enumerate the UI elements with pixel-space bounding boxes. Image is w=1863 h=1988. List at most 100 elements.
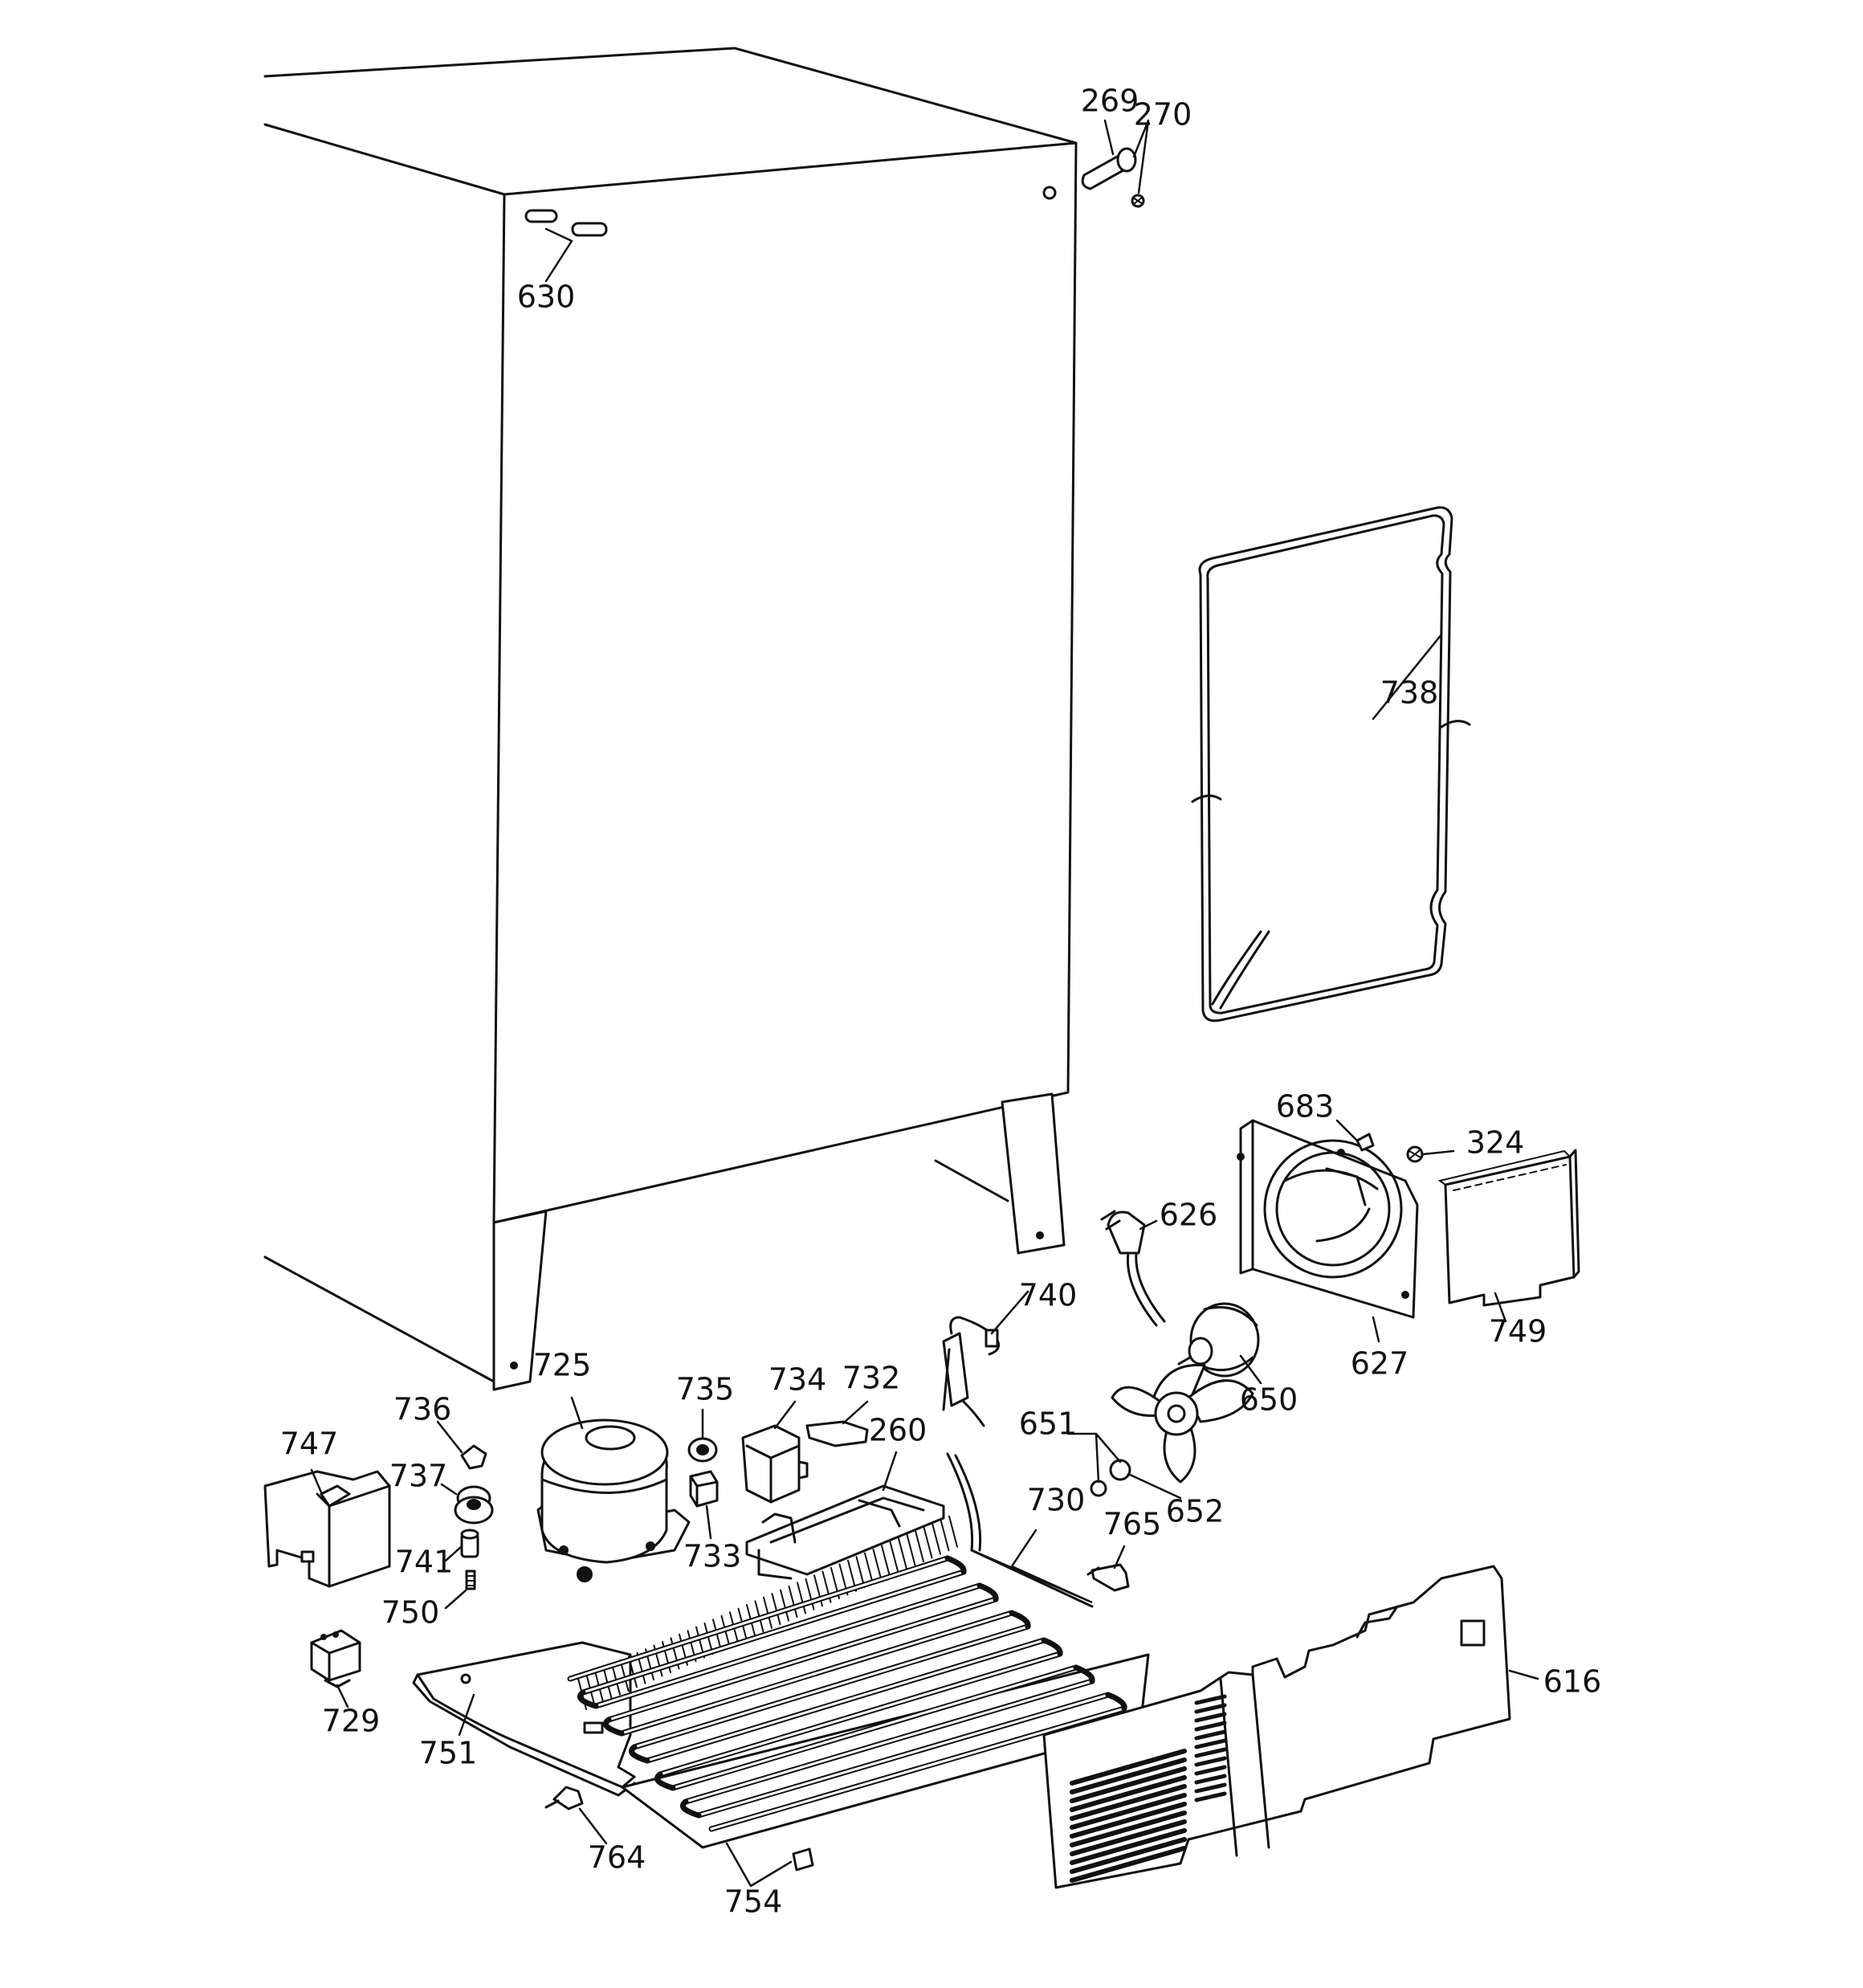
callout-label-652: 652 [1166, 1494, 1225, 1529]
grille-slot-short [1194, 1791, 1227, 1802]
part-651-washer [1090, 1480, 1107, 1497]
part-324-screw [1406, 1145, 1424, 1163]
coil-bend [1009, 1610, 1031, 1630]
grille-slot [1070, 1802, 1187, 1839]
coil-bend [680, 1798, 702, 1819]
grille-slot-short [1194, 1721, 1227, 1732]
part-683-screw [1355, 1133, 1375, 1152]
part-260-drain-pan [745, 1484, 945, 1580]
grille-slot [1070, 1766, 1187, 1803]
grille-vent-slots-right [1194, 1694, 1227, 1802]
coil-bend [976, 1582, 999, 1602]
part-270-screw [1131, 194, 1145, 208]
part-730-condenser [567, 1452, 1150, 1849]
callout-label-754: 754 [724, 1884, 783, 1920]
callout-label-651: 651 [1019, 1406, 1078, 1442]
condenser-wire [923, 1526, 933, 1559]
condenser-wire [889, 1541, 899, 1574]
grille-slot-short [1194, 1774, 1227, 1785]
condenser-wire [872, 1549, 883, 1581]
callout-label-732: 732 [842, 1361, 901, 1396]
grille-slot [1070, 1793, 1187, 1830]
grille-slot-short [1194, 1694, 1227, 1705]
part-626-power-cord [1100, 1210, 1166, 1327]
grille-slot-short [1194, 1756, 1227, 1767]
coil-bend [944, 1555, 967, 1575]
condenser-wire [619, 1659, 630, 1692]
grille-slot-short [1194, 1712, 1227, 1723]
part-765-clip [1086, 1563, 1130, 1592]
condenser-wire [780, 1589, 789, 1622]
condenser-wire [797, 1582, 806, 1614]
callout-label-740: 740 [1019, 1278, 1078, 1313]
part-733-overload [689, 1470, 719, 1508]
coil-tube [710, 1707, 1126, 1831]
part-627-fan-shroud [1237, 1119, 1419, 1319]
callout-label-737: 737 [389, 1459, 448, 1494]
callout-label-627: 627 [1351, 1346, 1409, 1382]
coil-tube [697, 1693, 1110, 1817]
callout-label-733: 733 [683, 1539, 742, 1574]
coil-tube [569, 1557, 949, 1680]
callout-label-747: 747 [280, 1427, 339, 1462]
callout-label-750: 750 [381, 1595, 440, 1631]
condenser-wire [915, 1530, 924, 1562]
part-740-defrost-device [942, 1316, 1001, 1427]
coil-bend [603, 1717, 625, 1737]
part-269-tube-clamp [1081, 147, 1137, 190]
condenser-wire [864, 1552, 874, 1585]
grille-vent-slots [1070, 1749, 1187, 1883]
callout-label-735: 735 [676, 1372, 735, 1407]
coil-bend [1041, 1637, 1063, 1657]
grille-slot [1070, 1757, 1187, 1794]
coil-tube [658, 1652, 1062, 1776]
coil-tube [684, 1680, 1094, 1803]
condenser-wire [881, 1545, 891, 1578]
part-630-plugs [524, 209, 608, 237]
coil-bend [1073, 1664, 1095, 1684]
condenser-wire [898, 1537, 907, 1570]
callout-label-269: 269 [1081, 84, 1139, 119]
coil-bend [654, 1771, 676, 1791]
grille-slot-short [1194, 1765, 1227, 1776]
coil-tube [633, 1625, 1029, 1749]
condenser-wire [712, 1619, 722, 1651]
coil-bend [629, 1744, 650, 1764]
callout-label-736: 736 [393, 1392, 452, 1427]
grille-slot [1070, 1819, 1187, 1856]
part-751-base-plate [412, 1641, 636, 1797]
refrigerator-cabinet [263, 47, 1078, 1391]
grille-slot [1070, 1828, 1187, 1865]
grille-slot-short [1194, 1703, 1227, 1714]
coil-tube [646, 1639, 1046, 1762]
condenser-wire [948, 1515, 958, 1548]
part-729-relay [310, 1629, 361, 1688]
coil-tube [620, 1611, 1013, 1735]
callout-label-765: 765 [1103, 1507, 1162, 1542]
condenser-coil [567, 1555, 1127, 1832]
part-749-cover-plate [1437, 1149, 1580, 1307]
grille-slot [1070, 1784, 1187, 1821]
grille-slot [1070, 1775, 1187, 1812]
coil-tube [671, 1666, 1078, 1790]
grille-slot [1070, 1749, 1187, 1786]
coil-bend [1105, 1692, 1127, 1712]
grille-slot-short [1194, 1738, 1227, 1749]
part-651-fan-blade [1111, 1364, 1254, 1484]
callout-label-616: 616 [1543, 1664, 1602, 1700]
callout-label-324: 324 [1466, 1125, 1525, 1161]
part-652-nut [1109, 1459, 1131, 1481]
grille-slot-short [1194, 1729, 1227, 1741]
callout-label-626: 626 [1160, 1198, 1218, 1233]
part-725-compressor [536, 1419, 691, 1582]
condenser-wire [855, 1556, 866, 1589]
coil-tube [581, 1570, 965, 1694]
coil-tube [607, 1598, 997, 1721]
part-764-clip [544, 1786, 584, 1810]
callout-label-260: 260 [869, 1413, 927, 1448]
callout-label-734: 734 [768, 1362, 827, 1398]
condenser-wire [932, 1522, 941, 1555]
coil-tube [594, 1584, 981, 1708]
part-736-clip [460, 1444, 487, 1470]
